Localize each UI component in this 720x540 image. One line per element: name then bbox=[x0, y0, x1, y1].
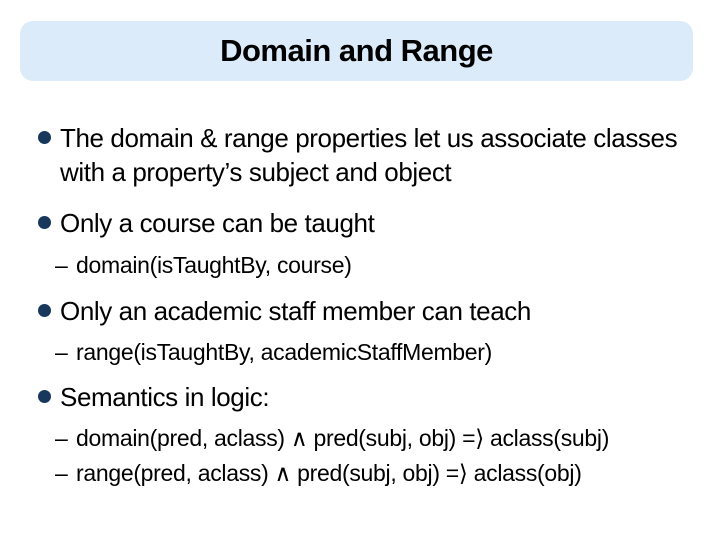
sub-bullet-text: range(isTaughtBy, academicStaffMember) bbox=[76, 339, 492, 365]
bullet-text: Only a course can be taught bbox=[60, 208, 375, 238]
dash-marker: – bbox=[55, 460, 68, 486]
dash-marker: – bbox=[55, 425, 68, 451]
sub-bullet-text: domain(pred, aclass) ∧ pred(subj, obj) =… bbox=[76, 425, 610, 451]
slide-body: The domain & range properties let us ass… bbox=[38, 121, 692, 488]
bullet-item: The domain & range properties let us ass… bbox=[38, 121, 692, 189]
bullet-dot-icon bbox=[38, 304, 51, 317]
bullet-text: Semantics in logic: bbox=[60, 382, 270, 412]
sub-bullet-item: – domain(isTaughtBy, course) bbox=[38, 250, 692, 280]
sub-bullet-item: – range(isTaughtBy, academicStaffMember) bbox=[38, 337, 692, 367]
sub-bullet-item: – range(pred, aclass) ∧ pred(subj, obj) … bbox=[38, 458, 692, 488]
slide-title: Domain and Range bbox=[220, 33, 493, 68]
dash-marker: – bbox=[55, 252, 68, 278]
bullet-item: Semantics in logic: bbox=[38, 380, 692, 414]
bullet-dot-icon bbox=[38, 216, 51, 229]
bullet-dot-icon bbox=[38, 131, 51, 144]
sub-bullet-text: range(pred, aclass) ∧ pred(subj, obj) =⟩… bbox=[76, 460, 582, 486]
bullet-item: Only a course can be taught bbox=[38, 206, 692, 240]
bullet-text: The domain & range properties let us ass… bbox=[60, 123, 678, 187]
slide-title-banner: Domain and Range bbox=[20, 21, 693, 81]
bullet-item: Only an academic staff member can teach bbox=[38, 294, 692, 328]
bullet-dot-icon bbox=[38, 390, 51, 403]
sub-bullet-item: – domain(pred, aclass) ∧ pred(subj, obj)… bbox=[38, 423, 692, 453]
bullet-text: Only an academic staff member can teach bbox=[60, 296, 531, 326]
sub-bullet-text: domain(isTaughtBy, course) bbox=[76, 252, 352, 278]
dash-marker: – bbox=[55, 339, 68, 365]
